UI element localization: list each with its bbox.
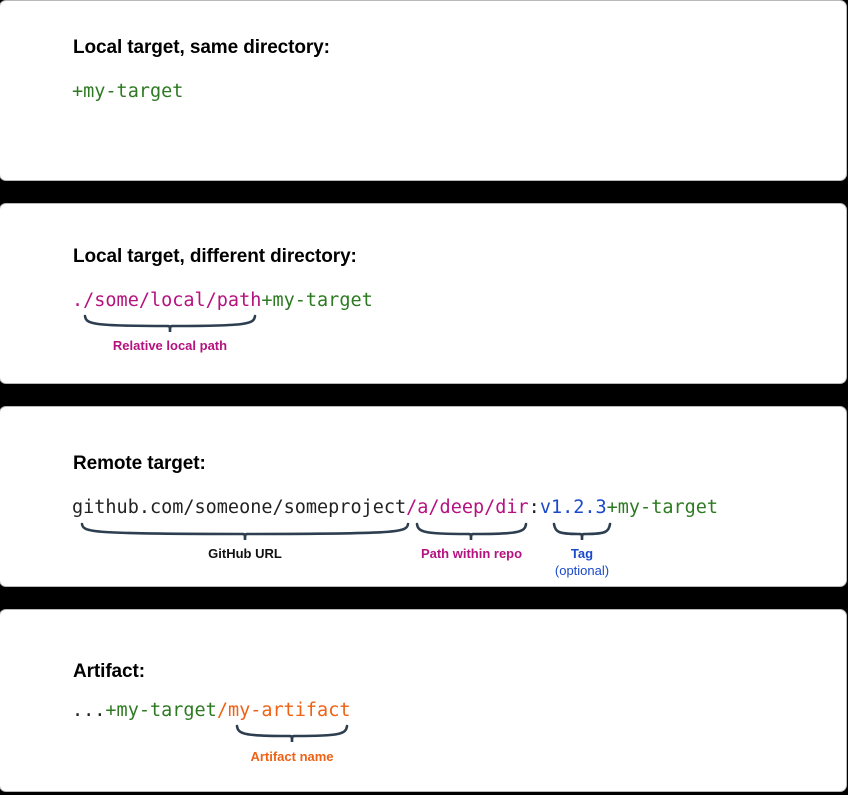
annotation-path-within-repo: Path within repo [406, 545, 537, 562]
code-sample-remote-target: github.com/someone/someproject/a/deep/di… [72, 497, 718, 518]
code-token-ellipsis: ... [72, 700, 106, 721]
code-sample-local-different-directory: ./some/local/path+my-target [72, 290, 373, 311]
annotation-label: Artifact name [250, 749, 334, 764]
panel-separator [0, 587, 848, 609]
curly-brace-icon-github-url [79, 522, 411, 542]
annotation-artifact-name: Artifact name [234, 748, 350, 765]
annotation-tag: Tag (optional) [551, 545, 613, 579]
code-sample-artifact: ...+my-target/my-artifact [72, 700, 350, 721]
code-sample-local-same-directory: +my-target [72, 81, 183, 102]
panel-heading: Local target, different directory: [73, 246, 357, 267]
code-token-target: +my-target [606, 497, 719, 518]
curly-brace-icon-relative-path [82, 314, 258, 334]
code-token-tag: v1.2.3 [539, 497, 607, 518]
annotation-label: Path within repo [420, 546, 523, 561]
annotation-github-url: GitHub URL [79, 545, 411, 562]
code-token-target: +my-target [261, 290, 373, 311]
panel-local-same-directory: Local target, same directory: +my-target [0, 0, 847, 181]
code-token-repo-path: /a/deep/dir [406, 497, 529, 518]
annotation-label: Tag [570, 546, 594, 561]
panel-remote-target: Remote target: github.com/someone/somepr… [0, 406, 847, 587]
panel-artifact: Artifact: ...+my-target/my-artifact Arti… [0, 609, 847, 792]
annotation-sub-label: (optional) [554, 563, 610, 579]
code-token-target: +my-target [72, 81, 184, 102]
panel-local-different-directory: Local target, different directory: ./som… [0, 203, 847, 384]
panel-heading: Artifact: [73, 661, 145, 682]
code-token-target: +my-target [105, 700, 217, 721]
code-token-github-url: github.com/someone/someproject [72, 497, 407, 518]
panel-heading: Remote target: [73, 453, 206, 474]
curly-brace-icon-tag [551, 522, 613, 542]
panel-separator [0, 384, 848, 406]
annotation-label: GitHub URL [208, 546, 282, 561]
code-token-artifact: /my-artifact [216, 700, 351, 721]
curly-brace-icon-artifact-name [234, 724, 350, 744]
annotation-relative-local-path: Relative local path [82, 337, 258, 354]
code-token-colon: : [528, 497, 540, 518]
code-token-relative-path: ./some/local/path [72, 290, 262, 311]
panel-heading: Local target, same directory: [73, 37, 330, 58]
panel-separator [0, 181, 848, 203]
curly-brace-icon-repo-path [414, 522, 529, 542]
annotation-label: Relative local path [112, 338, 228, 353]
